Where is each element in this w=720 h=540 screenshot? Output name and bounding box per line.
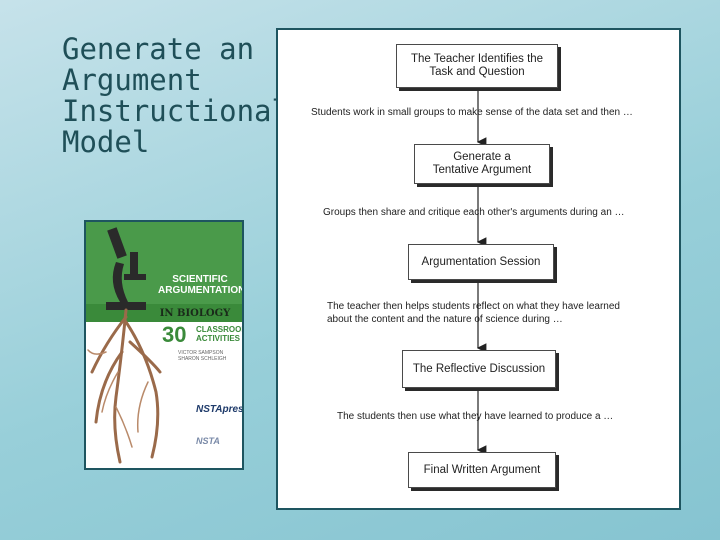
microscope-roots-illustration [87, 227, 162, 464]
flow-step-reflective-discussion: The Reflective Discussion [402, 350, 556, 388]
flow-step-argumentation-session: Argumentation Session [408, 244, 554, 280]
book-subtitle: CLASSROOM ACTIVITIES [196, 325, 244, 343]
publisher-logo-nsta: NSTA [196, 436, 220, 446]
flow-transition-2: Groups then share and critique each othe… [323, 207, 625, 218]
slide-title: Generate an Argument Instructional Model [62, 32, 289, 159]
book-number: 30 [162, 322, 187, 347]
flow-step-tentative-argument: Generate a Tentative Argument [414, 144, 550, 184]
flow-transition-3: The teacher then helps students reflect … [327, 301, 620, 325]
flow-transition-1: Students work in small groups to make se… [311, 107, 633, 118]
publisher-logo-nsta-press: NSTApress [196, 404, 244, 415]
book-authors: VICTOR SAMPSON SHARON SCHLEIGH [178, 350, 227, 362]
book-cover: SCIENTIFIC ARGUMENTATION IN BIOLOGY 30 C… [84, 220, 244, 470]
flow-transition-4: The students then use what they have lea… [337, 411, 614, 422]
book-title-subject: IN BIOLOGY [159, 308, 231, 319]
flow-arrows [476, 90, 487, 455]
book-title-main: SCIENTIFIC ARGUMENTATION [158, 274, 244, 296]
flow-step-identify-task: The Teacher Identifies the Task and Ques… [396, 44, 558, 88]
flowchart-panel: The Teacher Identifies the Task and Ques… [276, 28, 681, 510]
flow-step-final-argument: Final Written Argument [408, 452, 556, 488]
